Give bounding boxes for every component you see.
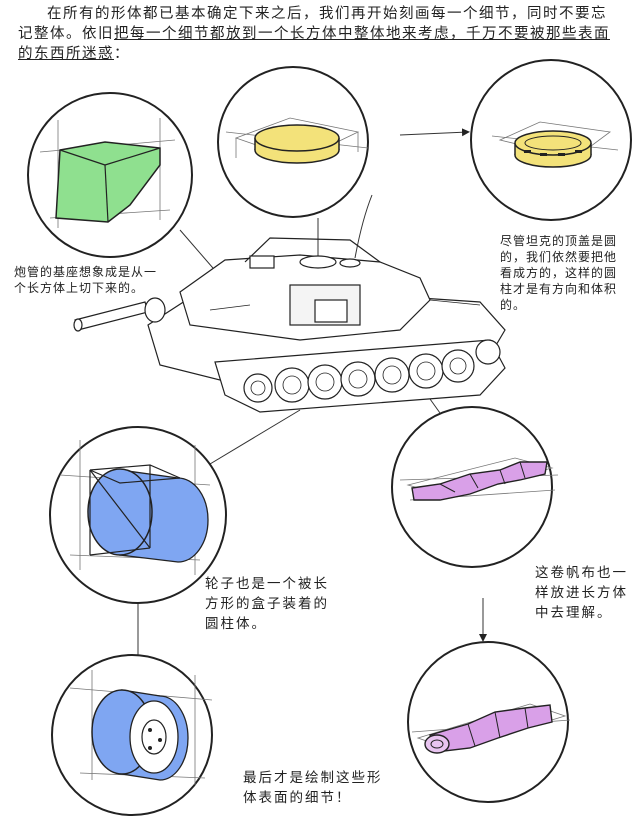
intro-paragraph: 在所有的形体都已基本确定下来之后，我们再开始刻画每一个细节，同时不要忘记整体。依… (18, 4, 622, 64)
circle-wheel-detail (51, 654, 213, 816)
intro-tail: ： (114, 46, 130, 62)
intro-emphasis: 把每一个细节都放到一个长方体中整体地来考虑，千万不要被那些表面的东西所迷惑 (18, 26, 610, 62)
circle-gun-base (27, 92, 193, 258)
caption-wheel: 轮子也是一个被长方形的盒子装着的圆柱体。 (205, 576, 329, 632)
circle-turret-top (217, 66, 369, 218)
circle-wheel-box (49, 426, 227, 604)
tank-drawing (73, 237, 506, 413)
intro-lead: 在所有的形体都已基本确定下来之后，我们再开始刻画每一个细节，同时不要忘记整体。依… (18, 6, 607, 42)
caption-canvas-roll: 这卷帆布也一样放进长方体中去理解。 (535, 565, 628, 621)
circle-canvas-box (391, 406, 559, 568)
caption-details: 最后才是绘制这些形体表面的细节！ (243, 770, 383, 806)
caption-turret-top: 尽管坦克的顶盖是圆的，我们依然要把他看成方的，这样的圆柱才是有方向和体积的。 (500, 234, 618, 312)
circle-canvas-detail (407, 641, 571, 803)
circle-turret-cap-detail (470, 59, 632, 221)
caption-gun-base: 炮管的基座想象成是从一个长方体上切下来的。 (14, 265, 158, 295)
